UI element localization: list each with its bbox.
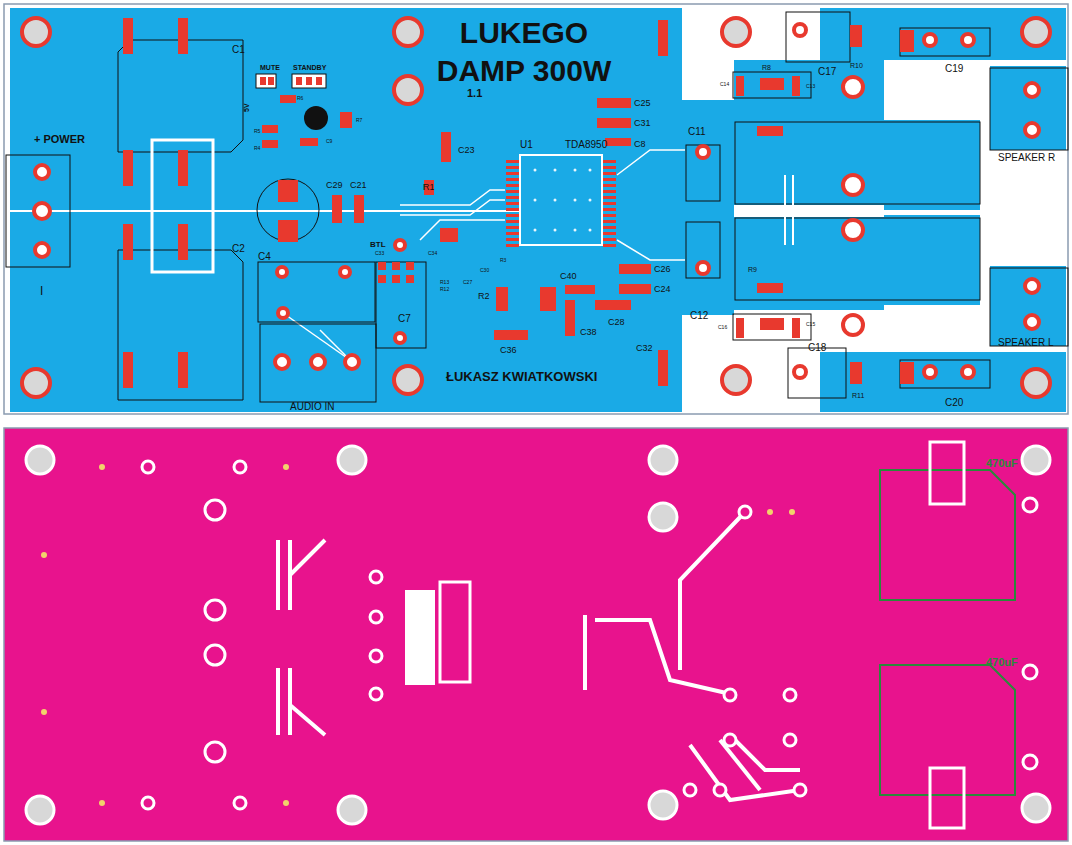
silkscreen-label: U1 <box>520 140 533 150</box>
silkscreen-label: R7 <box>356 118 362 123</box>
silkscreen-label: C4 <box>258 252 271 262</box>
silkscreen-label: MUTE <box>260 64 280 71</box>
silkscreen-label: C2 <box>232 244 245 254</box>
silkscreen-label: R1 <box>423 183 435 192</box>
silkscreen-label: C36 <box>500 346 517 355</box>
silkscreen-label: C7 <box>398 314 411 324</box>
silkscreen-label: C11 <box>688 127 706 137</box>
silkscreen-label: 5V <box>243 103 250 112</box>
silkscreen-label: 470uF <box>986 657 1018 668</box>
silkscreen-label: + POWER <box>34 134 85 145</box>
silkscreen-label: R8 <box>762 64 771 71</box>
silkscreen-label: C24 <box>654 285 671 294</box>
silkscreen-label: C40 <box>560 272 577 281</box>
silkscreen-label: R4 <box>254 146 260 151</box>
silkscreen-label: BTL <box>370 241 386 249</box>
silkscreen-label: C12 <box>690 311 708 321</box>
silkscreen-label: 1.1 <box>467 88 482 99</box>
silkscreen-label: C14 <box>720 82 729 87</box>
silkscreen-label: R13 <box>440 280 449 285</box>
board-title: LUKEGO DAMP 300W <box>428 14 620 90</box>
silkscreen-label: C29 <box>326 181 343 190</box>
silkscreen-label: C33 <box>375 251 384 256</box>
silkscreen-label: C26 <box>654 265 671 274</box>
silkscreen-label: 470uF <box>986 458 1018 469</box>
silkscreen-label: SPEAKER L <box>998 338 1054 348</box>
silkscreen-label: SPEAKER R <box>998 153 1055 163</box>
silkscreen-label: TDA8950 <box>565 140 607 150</box>
silkscreen-label: C8 <box>634 140 646 149</box>
silkscreen-label: C27 <box>463 280 472 285</box>
silkscreen-label: C18 <box>808 343 826 353</box>
silkscreen-label: C28 <box>608 318 625 327</box>
silkscreen-label: R12 <box>440 287 449 292</box>
silkscreen-label: C16 <box>718 325 727 330</box>
silkscreen-label: C17 <box>818 67 836 77</box>
silkscreen-label: C34 <box>428 251 437 256</box>
silkscreen-label: STANDBY <box>293 64 326 71</box>
silkscreen-label: R11 <box>852 392 864 399</box>
silkscreen-label: C32 <box>636 344 653 353</box>
silkscreen-label: C20 <box>945 398 963 408</box>
silkscreen-label: C25 <box>634 99 651 108</box>
silkscreen-label: C23 <box>458 146 475 155</box>
silkscreen-label: I <box>40 285 43 297</box>
silkscreen-label: C38 <box>580 328 597 337</box>
silkscreen-label: C19 <box>945 64 963 74</box>
silkscreen-label: R6 <box>297 96 303 101</box>
silkscreen-label: C9 <box>326 139 332 144</box>
silkscreen-label: R3 <box>500 258 506 263</box>
silkscreen-label: ŁUKASZ KWIATKOWSKI <box>446 370 597 383</box>
silkscreen-label: R5 <box>254 129 260 134</box>
silkscreen-label: C30 <box>480 268 489 273</box>
silkscreen-label: C15 <box>806 322 815 327</box>
silkscreen-label: R10 <box>850 62 863 69</box>
silkscreen-label: R9 <box>748 266 757 273</box>
silkscreen-label: R2 <box>478 292 490 301</box>
silkscreen-label: C21 <box>350 181 367 190</box>
silkscreen-label: AUDIO IN <box>290 402 334 412</box>
silkscreen-label: C1 <box>232 45 245 55</box>
silkscreen-label: C31 <box>634 119 651 128</box>
silkscreen-label: C13 <box>806 84 815 89</box>
